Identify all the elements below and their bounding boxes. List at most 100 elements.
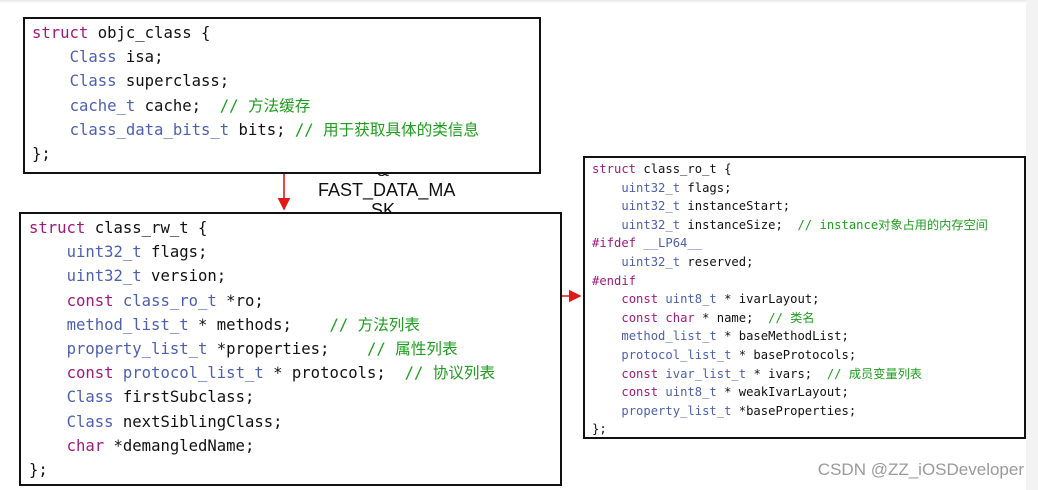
code-text: firstSubclass; — [113, 388, 255, 407]
code-keyword: const — [621, 310, 659, 325]
code-line: struct objc_class { — [32, 21, 539, 45]
code-text: cache; — [135, 96, 220, 115]
code-keyword: struct — [32, 24, 89, 42]
code-line: method_list_t * baseMethodList; — [592, 327, 1024, 346]
code-keyword: struct — [29, 219, 86, 237]
code-line: uint32_t version; — [29, 264, 560, 288]
code-type: __LP64__ — [643, 236, 703, 251]
code-comment: // 方法缓存 — [219, 96, 311, 115]
code-type: uint32_t — [621, 199, 681, 214]
code-text: superclass; — [116, 72, 230, 91]
code-text: nextSiblingClass; — [113, 412, 283, 431]
code-keyword: char — [66, 436, 105, 455]
code-line: property_list_t *properties; // 属性列表 — [29, 337, 560, 361]
code-keyword: const — [621, 385, 659, 400]
code-line: Class nextSiblingClass; — [29, 410, 560, 434]
code-type: method_list_t — [621, 329, 717, 344]
code-type: Class — [69, 48, 117, 67]
code-type: uint32_t — [621, 180, 681, 195]
code-comment: // 协议列表 — [404, 364, 496, 383]
code-type: method_list_t — [66, 315, 189, 334]
code-text: *baseProperties; — [731, 403, 857, 418]
code-type: uint32_t — [621, 217, 681, 232]
code-text: instanceStart; — [680, 199, 791, 214]
code-text — [29, 243, 67, 261]
code-text — [32, 97, 70, 115]
class-rw-t-code: struct class_rw_t { uint32_t flags; uint… — [29, 216, 560, 482]
code-text: }; — [592, 422, 607, 437]
code-line: }; — [32, 142, 539, 166]
code-type: property_list_t — [621, 403, 732, 418]
code-line: Class firstSubclass; — [29, 385, 560, 409]
code-line: class_data_bits_t bits; // 用于获取具体的类信息 — [32, 118, 539, 142]
code-text: * ivarLayout; — [716, 292, 820, 307]
code-line: struct class_rw_t { — [29, 216, 560, 240]
code-line: char *demangledName; — [29, 434, 560, 458]
code-line: #ifdef __LP64__ — [592, 234, 1024, 253]
code-text — [29, 388, 67, 406]
code-line: uint32_t instanceSize; // instance对象占用的内… — [592, 216, 1024, 235]
code-type: Class — [66, 412, 114, 431]
code-text: * protocols; — [263, 364, 405, 383]
code-comment: // 成员变量列表 — [826, 366, 922, 381]
code-text — [29, 267, 67, 285]
code-text — [592, 181, 621, 195]
class-ro-t-code: struct class_ro_t { uint32_t flags; uint… — [592, 160, 1024, 439]
code-text — [114, 364, 123, 382]
code-line: property_list_t *baseProperties; — [592, 402, 1024, 421]
code-text: * weakIvarLayout; — [716, 385, 849, 400]
code-text — [29, 413, 67, 431]
code-text: }; — [32, 144, 51, 163]
code-type: Class — [66, 388, 114, 407]
code-keyword: const — [621, 366, 659, 381]
code-line: Class isa; — [32, 45, 539, 69]
code-text — [592, 385, 621, 399]
code-comment: // 用于获取具体的类信息 — [294, 120, 479, 139]
code-line: cache_t cache; // 方法缓存 — [32, 94, 539, 118]
code-text: bits; — [229, 120, 295, 139]
code-text — [592, 329, 621, 343]
code-text — [29, 340, 67, 358]
code-line: const uint8_t * weakIvarLayout; — [592, 383, 1024, 402]
right-edge-strip — [1026, 0, 1038, 490]
code-text — [592, 255, 621, 269]
code-text: * methods; — [188, 315, 330, 334]
code-line: protocol_list_t * baseProtocols; — [592, 346, 1024, 365]
code-line: struct class_ro_t { — [592, 160, 1024, 179]
code-type: property_list_t — [66, 339, 208, 358]
code-text — [592, 292, 621, 306]
code-line: const protocol_list_t * protocols; // 协议… — [29, 361, 560, 385]
code-text: reserved; — [680, 254, 754, 269]
class-ro-t-struct-box: struct class_ro_t { uint32_t flags; uint… — [583, 156, 1026, 439]
code-line: }; — [29, 458, 560, 482]
code-type: protocol_list_t — [621, 347, 732, 362]
code-keyword: const — [621, 292, 659, 307]
code-text: *ro; — [216, 291, 264, 310]
code-type: uint32_t — [66, 267, 142, 286]
code-text: }; — [29, 460, 48, 479]
code-line: uint32_t instanceStart; — [592, 197, 1024, 216]
code-type: uint32_t — [66, 243, 142, 262]
code-line: uint32_t reserved; — [592, 253, 1024, 272]
code-keyword: const — [66, 364, 114, 383]
code-text: * baseMethodList; — [716, 329, 849, 344]
csdn-watermark: CSDN @ZZ_iOSDeveloper — [817, 460, 1024, 479]
code-keyword: struct — [592, 162, 637, 176]
code-type: uint32_t — [621, 254, 681, 269]
code-text: * ivars; — [746, 366, 827, 381]
code-type: uint8_t — [665, 385, 717, 400]
code-line: uint32_t flags; — [592, 179, 1024, 198]
code-type: protocol_list_t — [122, 364, 264, 383]
code-text: objc_class { — [88, 24, 211, 42]
code-text: *properties; — [207, 339, 367, 358]
top-edge — [0, 0, 1038, 3]
code-type: class_data_bits_t — [69, 120, 230, 139]
code-type: cache_t — [69, 96, 136, 115]
code-text: instanceSize; — [680, 217, 798, 232]
code-text — [29, 364, 67, 382]
code-text — [592, 311, 621, 325]
code-text: isa; — [116, 48, 164, 67]
code-line: Class superclass; — [32, 69, 539, 93]
code-comment: // 类名 — [768, 310, 815, 325]
code-line: uint32_t flags; — [29, 240, 560, 264]
